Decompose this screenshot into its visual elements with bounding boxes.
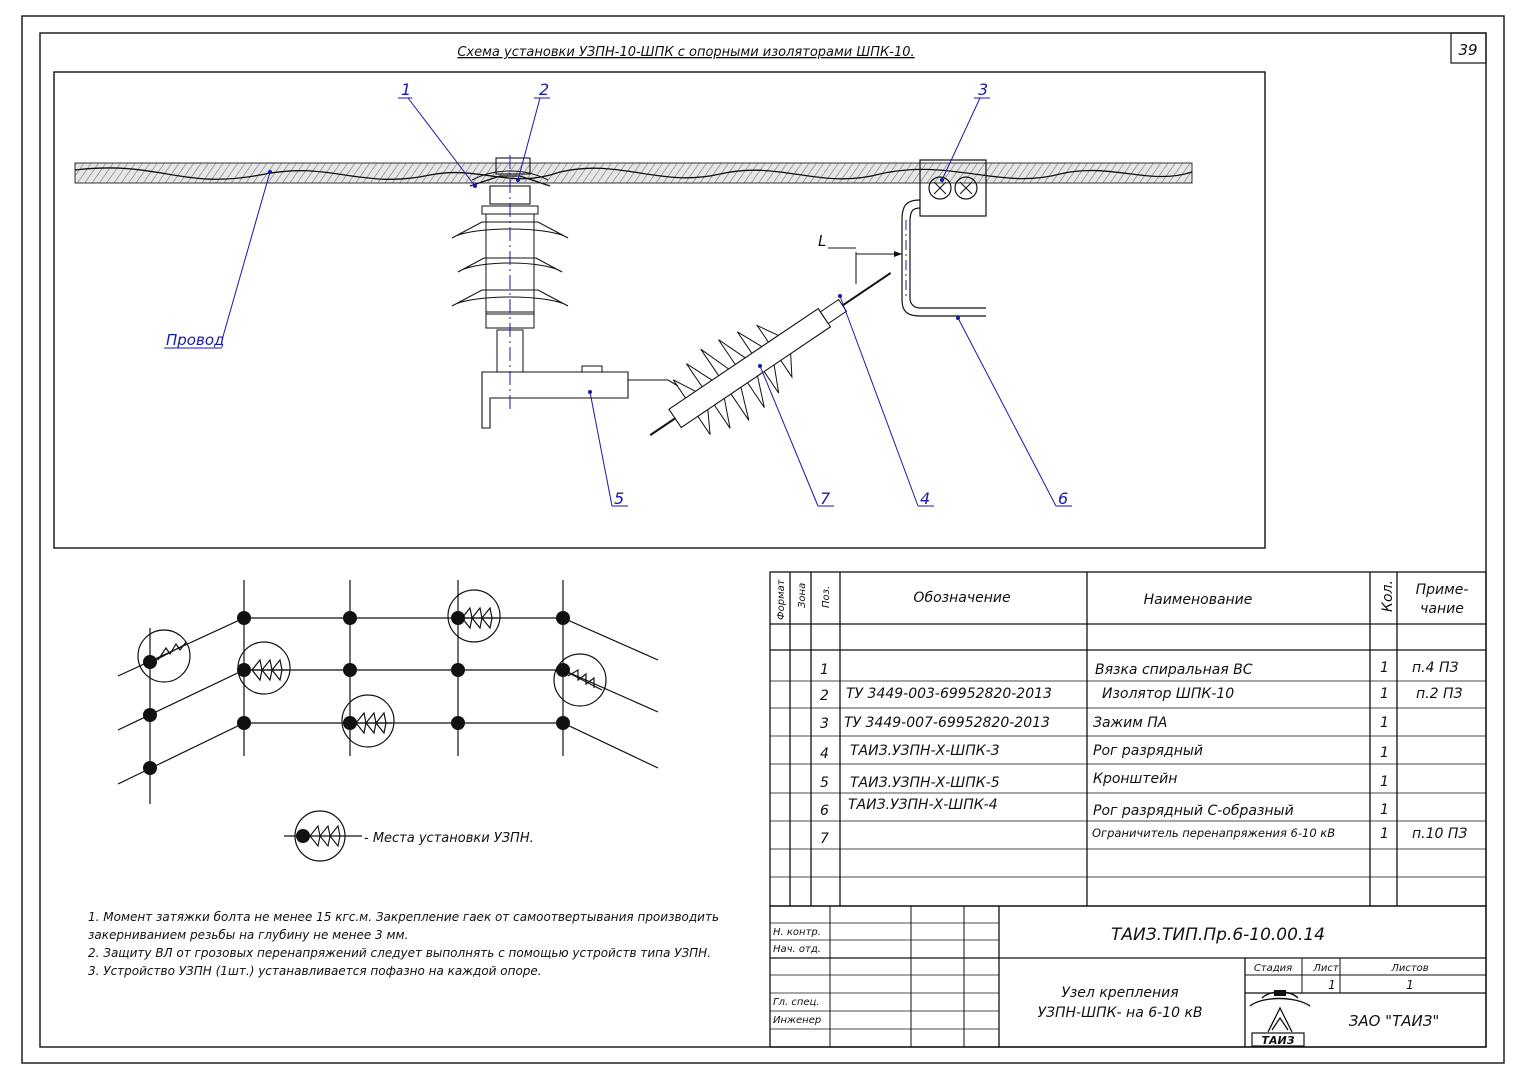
bracket <box>481 365 679 429</box>
callout-6: 6 <box>1058 489 1068 508</box>
sheet-label: Лист <box>1312 963 1340 974</box>
surge-arrester <box>649 272 892 436</box>
row-qty: 1 <box>1380 774 1389 790</box>
table-row: 5 ТАИЗ.УЗПН-Х-ШПК-5 Кронштейн 1 <box>820 771 1389 791</box>
row-qty: 1 <box>1380 660 1389 676</box>
callout-5: 5 <box>614 489 624 508</box>
main-view-frame <box>53 71 1266 549</box>
spec-header-zone: Зона <box>797 583 808 608</box>
table-row: 1 Вязка спиральная ВС 1 п.4 ПЗ <box>820 660 1458 678</box>
company-logo: ТАИЗ <box>1249 990 1311 1047</box>
row-designation: ТАИЗ.УЗПН-Х-ШПК-4 <box>848 797 998 813</box>
line-network-diagram <box>117 580 659 804</box>
spiral-tie <box>469 157 551 187</box>
note-1: 1. Момент затяжки болта не менее 15 кгс.… <box>88 910 719 924</box>
table-row: 4 ТАИЗ.УЗПН-Х-ШПК-3 Рог разрядный 1 <box>820 743 1389 762</box>
role-nach-otd: Нач. отд. <box>773 944 821 955</box>
role-gl-spec: Гл. спец. <box>773 997 820 1008</box>
row-qty: 1 <box>1380 826 1389 842</box>
row-pos: 3 <box>820 716 829 732</box>
outer-frame <box>21 15 1505 1064</box>
callout-3: 3 <box>978 80 988 99</box>
scheme-title: Схема установки УЗПН-10-ШПК с опорными и… <box>457 45 914 60</box>
row-pos: 2 <box>820 688 829 704</box>
spec-header-designation: Обозначение <box>913 590 1010 606</box>
callout-7: 7 <box>820 489 831 508</box>
note-1-cont: закерниванием резьбы на глубину не менее… <box>88 928 408 942</box>
spec-header-format: Формат <box>776 578 787 620</box>
row-qty: 1 <box>1380 686 1389 702</box>
row-qty: 1 <box>1380 745 1389 761</box>
sheet-value: 1 <box>1328 978 1336 992</box>
callout-2: 2 <box>539 80 549 99</box>
row-qty: 1 <box>1380 802 1389 818</box>
row-designation: ТУ 3449-007-69952820-2013 <box>844 715 1050 731</box>
row-note: п.2 ПЗ <box>1416 686 1462 702</box>
row-name: Ограничитель перенапряжения 6-10 кВ <box>1092 826 1335 840</box>
sheets-label: Листов <box>1390 963 1428 974</box>
spec-header-name: Наименование <box>1144 592 1253 608</box>
row-name: Изолятор ШПК-10 <box>1102 686 1234 702</box>
row-pos: 4 <box>820 746 829 762</box>
row-name: Вязка спиральная ВС <box>1095 662 1253 678</box>
note-3: 3. Устройство УЗПН (1шт.) устанавливаетс… <box>88 964 542 978</box>
callout-1: 1 <box>401 80 411 99</box>
drawing-name-line-2: УЗПН-ШПК- на 6-10 кВ <box>1037 1005 1202 1021</box>
table-row: 3 ТУ 3449-007-69952820-2013 Зажим ПА 1 <box>820 715 1389 732</box>
row-name: Кронштейн <box>1093 771 1177 787</box>
page-number-box <box>1450 32 1487 64</box>
wire <box>74 162 1193 184</box>
row-designation: ТАИЗ.УЗПН-Х-ШПК-3 <box>850 743 1000 759</box>
row-name: Зажим ПА <box>1093 715 1167 731</box>
row-pos: 6 <box>820 803 829 819</box>
title-block-grid <box>769 905 1487 1048</box>
table-row: 2 ТУ 3449-003-69952820-2013 Изолятор ШПК… <box>820 686 1462 704</box>
gap-dimension: L <box>818 232 902 284</box>
callout-4: 4 <box>920 489 930 508</box>
note-2: 2. Защиту ВЛ от грозовых перенапряжений … <box>88 946 711 960</box>
role-n-kontr: Н. контр. <box>773 927 821 938</box>
callout-wire: Провод <box>166 331 224 349</box>
row-note: п.4 ПЗ <box>1412 660 1458 676</box>
spec-table-grid <box>769 571 1487 907</box>
pin-insulator <box>451 155 569 412</box>
spec-header-note-1: Приме- <box>1416 582 1469 598</box>
row-name: Рог разрядный <box>1093 743 1203 759</box>
row-pos: 7 <box>820 831 829 847</box>
c-shaped-horn <box>901 199 986 317</box>
spec-header-qty: Кол. <box>1380 580 1396 612</box>
company-name: ЗАО "ТАИЗ" <box>1349 1012 1440 1030</box>
inner-frame <box>39 32 1487 1048</box>
stage-label: Стадия <box>1254 963 1292 974</box>
page-number: 39 <box>1458 41 1477 59</box>
role-inzhener: Инженер <box>773 1015 821 1026</box>
logo-text: ТАИЗ <box>1261 1034 1294 1047</box>
spec-header-note-2: чание <box>1420 601 1464 617</box>
row-designation: ТАИЗ.УЗПН-Х-ШПК-5 <box>850 775 1000 791</box>
row-pos: 5 <box>820 775 829 791</box>
row-name: Рог разрядный С-образный <box>1093 803 1294 819</box>
row-qty: 1 <box>1380 715 1389 731</box>
legend-text: - Места установки УЗПН. <box>364 831 534 846</box>
row-pos: 1 <box>820 662 829 678</box>
row-note: п.10 ПЗ <box>1412 826 1467 842</box>
clamp <box>919 159 987 217</box>
row-designation: ТУ 3449-003-69952820-2013 <box>846 686 1052 702</box>
drawing-name-line-1: Узел крепления <box>1061 985 1178 1001</box>
callout-leaders <box>164 97 1072 507</box>
gap-label: L <box>818 232 826 250</box>
spec-header-pos: Поз. <box>821 586 832 608</box>
legend <box>284 810 362 862</box>
sheets-value: 1 <box>1406 978 1414 992</box>
table-row: 6 ТАИЗ.УЗПН-Х-ШПК-4 Рог разрядный С-обра… <box>820 797 1389 819</box>
doc-code: ТАИЗ.ТИП.Пр.6-10.00.14 <box>1111 925 1325 945</box>
table-row: 7 Ограничитель перенапряжения 6-10 кВ 1 … <box>820 826 1467 847</box>
